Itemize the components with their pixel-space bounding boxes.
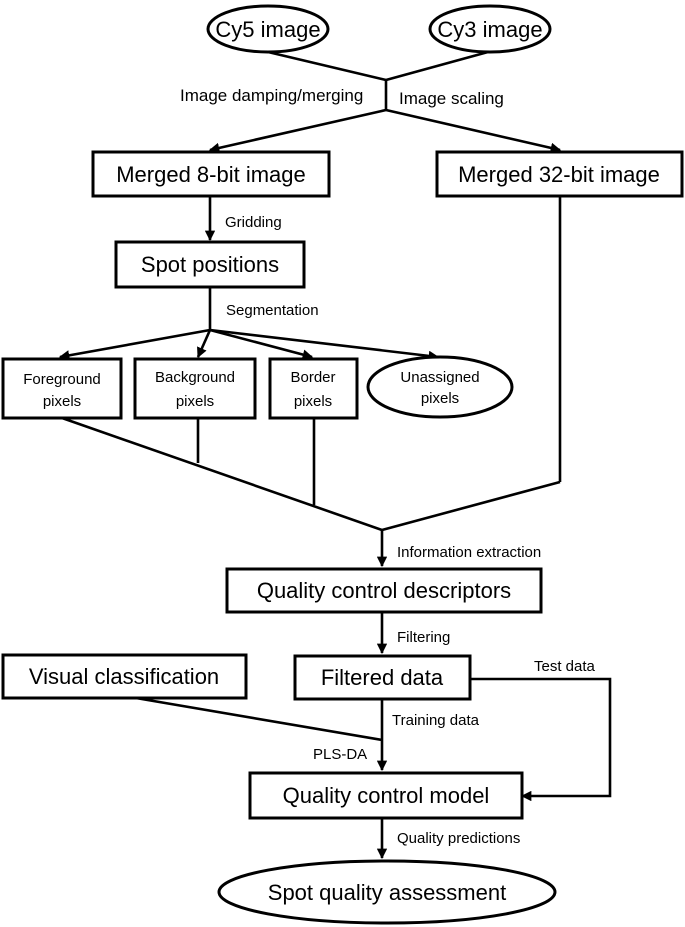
edge-to-border [209, 328, 314, 360]
node-spot-quality-assessment: Spot quality assessment [217, 859, 557, 925]
node-cy5-label: Cy5 image [215, 17, 320, 42]
label-damping-merging: Image damping/merging [180, 86, 363, 105]
node-visual-classification-label: Visual classification [29, 664, 219, 689]
node-border-line1: Border [290, 369, 335, 386]
edges [58, 50, 612, 860]
node-cy5-image: Cy5 image [206, 4, 330, 54]
node-merged-8bit: Merged 8-bit image [91, 150, 331, 198]
node-merged32-label: Merged 32-bit image [458, 162, 660, 187]
edge-cy3-to-junction [385, 50, 489, 82]
edge-to-merged8 [208, 108, 387, 153]
label-segmentation: Segmentation [226, 302, 319, 319]
node-background-line1: Background [155, 369, 235, 386]
label-test-data: Test data [534, 658, 596, 675]
node-visual-classification: Visual classification [1, 653, 248, 700]
node-spot-positions-label: Spot positions [141, 252, 279, 277]
edge-to-merged32 [385, 108, 562, 153]
label-gridding: Gridding [225, 214, 282, 231]
node-unassigned-line2: pixels [421, 390, 459, 407]
node-unassigned-pixels: Unassigned pixels [366, 355, 514, 419]
edge-cy5-to-junction [267, 50, 387, 82]
node-cy3-label: Cy3 image [437, 17, 542, 42]
node-qc-descriptors-label: Quality control descriptors [257, 578, 511, 603]
label-image-scaling: Image scaling [399, 89, 504, 108]
node-foreground-line1: Foreground [23, 371, 101, 388]
node-unassigned-line1: Unassigned [400, 369, 479, 386]
node-foreground-line2: pixels [43, 393, 81, 410]
label-training-data: Training data [392, 712, 480, 729]
edge-merged32-merge [381, 480, 561, 532]
node-background-pixels: Background pixels [133, 357, 257, 420]
node-background-line2: pixels [176, 393, 214, 410]
edge-to-background [196, 329, 212, 358]
node-border-line2: pixels [294, 393, 332, 410]
node-qc-model: Quality control model [248, 771, 524, 820]
edge-test-data [470, 677, 612, 802]
label-quality-predictions: Quality predictions [397, 830, 520, 847]
node-qc-descriptors: Quality control descriptors [225, 567, 543, 614]
node-foreground-pixels: Foreground pixels [1, 357, 123, 420]
label-filtering: Filtering [397, 629, 450, 646]
node-merged-32bit: Merged 32-bit image [435, 150, 684, 198]
edge-visual-to-plsda [129, 695, 383, 742]
node-filtered-data: Filtered data [293, 654, 472, 701]
node-spot-quality-label: Spot quality assessment [268, 880, 506, 905]
node-filtered-data-label: Filtered data [321, 665, 444, 690]
node-merged8-label: Merged 8-bit image [116, 162, 306, 187]
edge-labels: Image damping/merging Image scaling Grid… [180, 86, 596, 847]
label-pls-da: PLS-DA [313, 746, 367, 763]
edge-to-foreground [58, 328, 211, 361]
node-spot-positions: Spot positions [114, 240, 306, 289]
label-information-extraction: Information extraction [397, 544, 541, 561]
node-qc-model-label: Quality control model [283, 783, 490, 808]
edge-foreground-merge [61, 416, 383, 532]
node-border-pixels: Border pixels [268, 357, 359, 420]
node-cy3-image: Cy3 image [428, 4, 552, 54]
edge-to-unassigned [209, 328, 440, 362]
